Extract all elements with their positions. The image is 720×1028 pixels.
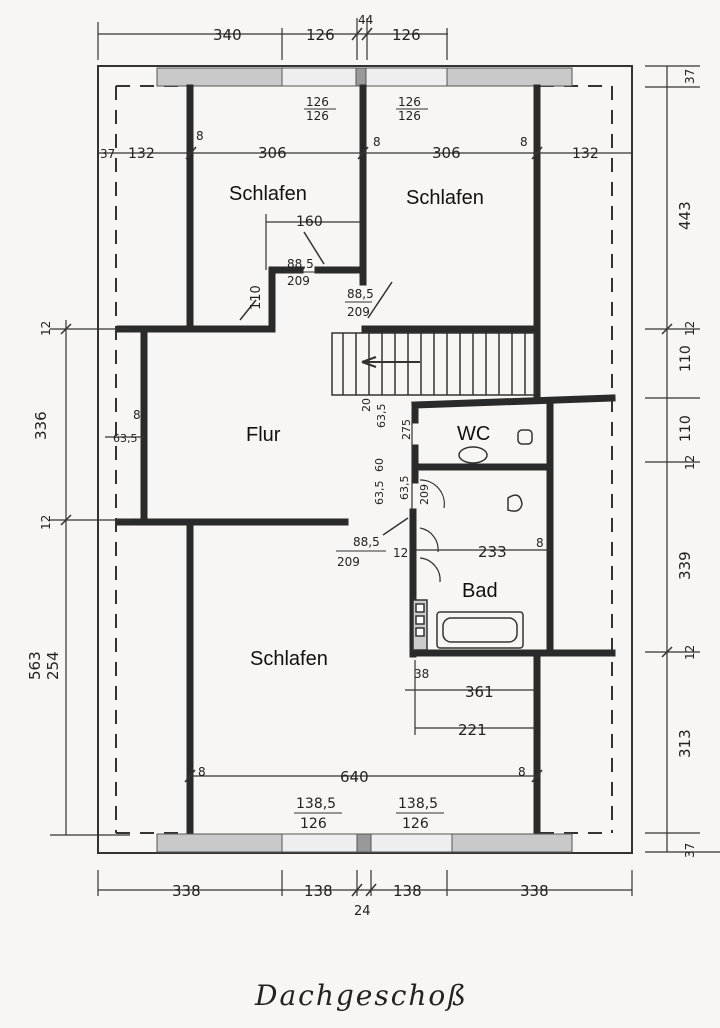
dim-563: 563 — [26, 651, 44, 680]
door-label: 209 — [287, 274, 310, 288]
wall-8: 8 — [520, 135, 528, 149]
dim-443: 443 — [676, 201, 694, 230]
dim-126: 126 — [306, 26, 335, 44]
dim-37: 37 — [683, 843, 697, 858]
door-label: 209 — [347, 305, 370, 319]
room-labels: Schlafen Schlafen Flur WC Bad Schlafen — [229, 183, 498, 670]
dim-275: 275 — [400, 419, 413, 440]
dim-24: 24 — [354, 904, 371, 919]
room-hall: Flur — [246, 424, 281, 446]
dim-12: 12 — [683, 321, 697, 336]
room-bedroom-top-right: Schlafen — [406, 187, 484, 209]
dim-132: 132 — [572, 146, 599, 162]
dim-12: 12 — [39, 515, 53, 530]
dim-63-5: 63,5 — [373, 481, 386, 506]
wall-8: 8 — [373, 135, 381, 149]
roof-dashed-lines — [115, 85, 613, 834]
room-bedroom-bottom: Schlafen — [250, 648, 328, 670]
dim-306: 306 — [432, 144, 461, 162]
dim-20: 20 — [360, 398, 373, 412]
dim-63-5: 63,5 — [375, 404, 388, 429]
window-label: 126 — [300, 816, 327, 832]
dim-233: 233 — [478, 543, 507, 561]
dim-37: 37 — [100, 147, 115, 161]
wall-8: 8 — [133, 408, 141, 422]
dim-110: 110 — [249, 285, 264, 310]
dim-63-5: 63,5 — [398, 476, 411, 501]
dim-336: 336 — [32, 411, 50, 440]
door-label: 88,5 — [287, 257, 314, 271]
room-bath: Bad — [462, 580, 498, 602]
wall-8: 8 — [196, 129, 204, 143]
interior-walls — [116, 84, 616, 834]
dim-63-5: 63,5 — [113, 432, 138, 445]
plan-title: Dachgeschoß — [254, 979, 468, 1012]
dim-338: 338 — [520, 882, 549, 900]
dim-12: 12 — [393, 546, 408, 560]
dim-361: 361 — [465, 683, 494, 701]
dim-138: 138 — [393, 882, 422, 900]
dim-60: 60 — [373, 458, 386, 472]
dim-339: 339 — [676, 551, 694, 580]
dim-160: 160 — [296, 214, 323, 230]
dim-12: 12 — [39, 321, 53, 336]
dim-126: 126 — [392, 26, 421, 44]
dim-37: 37 — [683, 69, 697, 84]
dimension-ticks — [60, 27, 673, 897]
dim-44: 44 — [358, 13, 373, 27]
dim-38: 38 — [414, 667, 429, 681]
wall-8: 8 — [536, 536, 544, 550]
sanitary-fixtures — [412, 429, 533, 651]
dim-306: 306 — [258, 144, 287, 162]
window-label: 126 — [398, 95, 421, 109]
dim-12: 12 — [683, 455, 697, 470]
window-label: 126 — [306, 95, 329, 109]
door-label: 209 — [337, 555, 360, 569]
staircase — [331, 332, 536, 396]
dim-110: 110 — [678, 345, 694, 372]
window-label: 126 — [306, 109, 329, 123]
dim-640: 640 — [340, 768, 369, 786]
dim-12: 12 — [683, 645, 697, 660]
dimension-labels: 340 126 44 126 126 126 126 126 37 132 30… — [26, 13, 697, 919]
wall-8: 8 — [198, 765, 206, 779]
outline — [97, 65, 633, 854]
window-label: 126 — [398, 109, 421, 123]
dim-138: 138 — [304, 882, 333, 900]
door-swings — [419, 479, 445, 583]
dimension-lines — [50, 18, 720, 896]
window-label: 126 — [402, 816, 429, 832]
dim-132: 132 — [128, 146, 155, 162]
dim-110: 110 — [678, 415, 694, 442]
room-bedroom-top-left: Schlafen — [229, 183, 307, 205]
door-label: 88,5 — [353, 535, 380, 549]
door-label: 88,5 — [347, 287, 374, 301]
dim-209: 209 — [418, 484, 431, 505]
dim-254: 254 — [44, 651, 62, 680]
dim-340: 340 — [213, 26, 242, 44]
dim-338: 338 — [172, 882, 201, 900]
gable-walls — [156, 67, 573, 853]
window-label: 138,5 — [398, 796, 438, 812]
window-label: 138,5 — [296, 796, 336, 812]
dim-313: 313 — [676, 729, 694, 758]
wall-8: 8 — [518, 765, 526, 779]
dim-221: 221 — [458, 721, 487, 739]
room-wc: WC — [457, 423, 490, 445]
